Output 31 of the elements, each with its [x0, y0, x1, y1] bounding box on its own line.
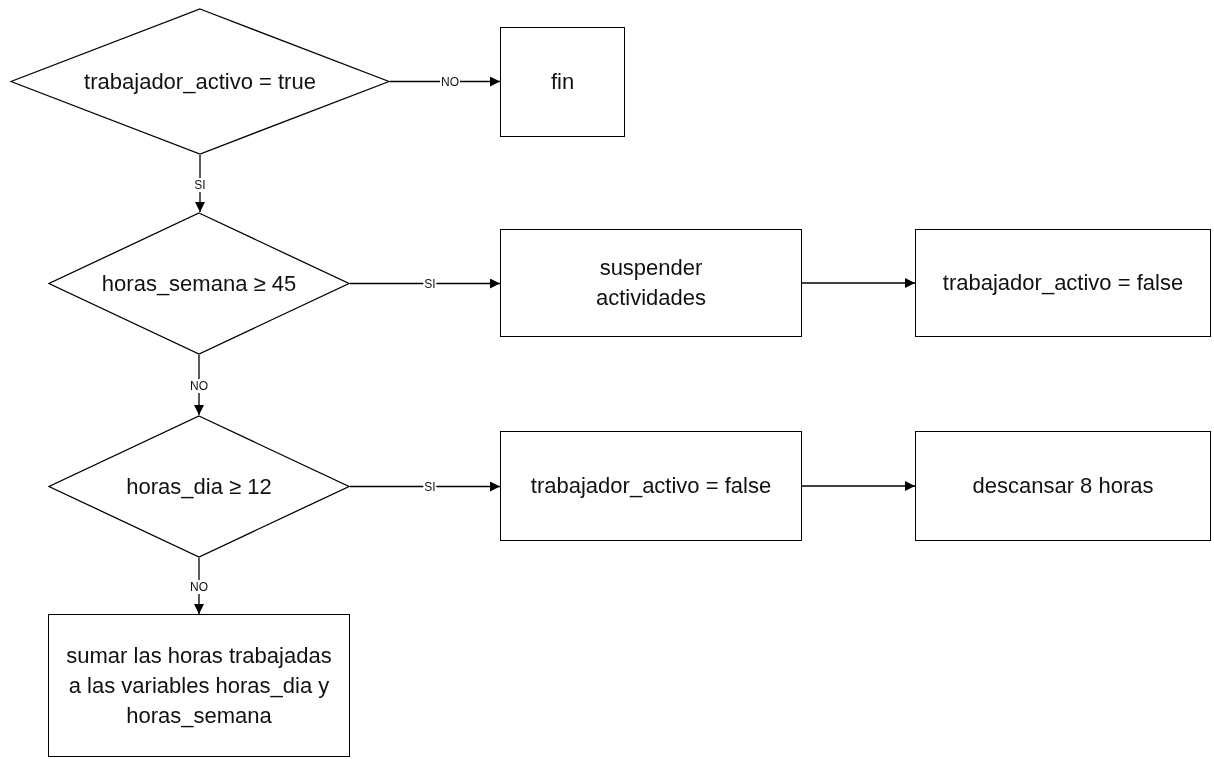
edge-label: SI [423, 276, 437, 291]
node-text: horas_semana ≥ 45 [101, 269, 297, 298]
node-text: trabajador_activo = false [942, 269, 1184, 297]
node-text: suspender actividades [594, 254, 708, 312]
arrow [349, 481, 501, 492]
node-text: trabajador_activo = true [84, 67, 316, 96]
arrow [801, 278, 916, 288]
arrow [801, 481, 916, 491]
process-box [500, 431, 802, 541]
node-text: descansar 8 horas [972, 472, 1154, 500]
decision-diamond [48, 415, 350, 558]
node-text: horas_dia ≥ 12 [126, 472, 272, 501]
node-text: sumar las horas trabajadas a las variables horas_dia y horas_semana [65, 641, 333, 730]
process-box [915, 431, 1211, 541]
decision-diamond [48, 212, 350, 355]
arrow [349, 278, 501, 289]
edge-label: NO [440, 74, 460, 89]
node-text: fin [550, 68, 575, 96]
process-box [500, 229, 802, 337]
process-box [48, 614, 350, 757]
edge-label: NO [189, 580, 209, 594]
arrow [194, 557, 204, 615]
edge-label: SI [423, 479, 437, 494]
arrow [389, 76, 501, 87]
decision-diamond [10, 8, 390, 155]
arrow [194, 354, 204, 416]
process-box [915, 229, 1211, 337]
edge-label: NO [189, 379, 209, 393]
process-box [500, 27, 625, 137]
edge-label: SI [193, 177, 207, 192]
node-text: trabajador_activo = false [530, 472, 772, 500]
